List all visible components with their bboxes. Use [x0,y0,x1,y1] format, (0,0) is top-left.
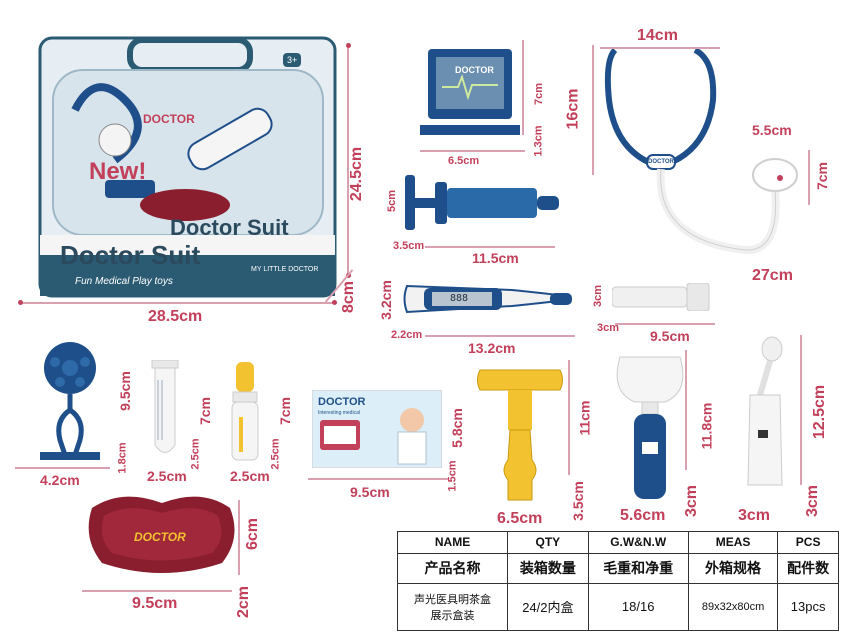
card-subtitle: Interesting medical [318,410,360,416]
syringe-toy [405,170,565,240]
dim-monitor-w: 6.5cm [448,155,480,167]
dim-bottle-h: 7cm [277,396,294,426]
kidney-tray-toy: DOCTOR [82,488,240,580]
medicine-bottle-toy [228,362,262,462]
spec-header-cn-name: 产品名称 [396,552,509,584]
dim-spoon-d: 3cm [804,484,822,518]
spec-value-name-line1: 声光医具明茶盒 [414,593,492,606]
dim-torch-w: 9.5cm [650,328,690,344]
dim-syringe-w: 11.5cm [472,250,519,266]
steth-label: DOCTOR [648,159,674,165]
dim-box-height: 24.5cm [348,146,366,202]
dim-thermo-d: 2.2cm [391,329,423,341]
spec-value-meas: 89x32x80cm [687,582,779,632]
dim-tray-w: 9.5cm [132,595,178,612]
dim-otoscope-d: 3cm [683,484,701,518]
box-label-small: MY LITTLE DOCTOR [247,264,323,275]
dim-tube-h: 7cm [197,396,214,426]
dim-tray-h: 6cm [244,517,262,551]
spec-value-name-line2: 展示盒装 [430,609,475,622]
dim-thermo-w: 13.2cm [468,340,516,356]
spec-header-cn-qty: 装箱数量 [507,552,589,584]
torch-toy [611,282,712,312]
dim-torch-h: 3cm [592,284,605,308]
thermo-display: 888 [450,293,469,304]
brand-small: DOCTOR [143,112,195,126]
dim-card-w: 9.5cm [350,484,390,500]
dim-steth-h: 16cm [564,88,582,130]
test-tube-toy [148,359,182,460]
spec-header-cn-weight: 毛重和净重 [587,552,689,584]
dim-mirror-h: 9.5cm [116,371,133,411]
dim-syringe-d: 3.5cm [393,240,425,252]
product-box-art [38,36,337,298]
dim-syringe-h: 5cm [386,189,399,213]
dim-spoon-h: 12.5cm [811,384,829,440]
dim-hammer-w: 6.5cm [497,510,543,527]
tray-label: DOCTOR [134,530,186,544]
head-mirror-toy [35,340,105,465]
dim-steth-head-w: 5.5cm [752,122,792,138]
spec-value-qty: 24/2内盒 [507,582,589,632]
reflex-hammer-toy [470,360,570,508]
box-tagline: Fun Medical Play toys [75,276,173,287]
box-title-upper: Doctor Suit [170,215,289,240]
dim-mirror-w: 4.2cm [40,472,80,488]
doctor-card-toy: DOCTOR Interesting medical [311,389,443,469]
spec-table: NAME QTY G.W&N.W MEAS PCS 产品名称 装箱数量 毛重和净… [396,531,839,632]
otoscope-toy [610,352,690,502]
dim-steth-w: 14cm [637,27,678,44]
dim-torch-d: 3cm [597,322,620,334]
spec-header-row: NAME QTY G.W&N.W MEAS PCS [396,531,839,554]
dim-monitor-d: 1.3cm [532,125,545,157]
monitor-label: DOCTOR [455,65,494,75]
age-badge: 3+ [283,53,302,67]
dim-hammer-h: 11cm [576,400,593,436]
dim-bottle-d: 2.5cm [269,438,282,470]
spec-header-qty: QTY [507,531,589,554]
spec-header-cn-pcs: 配件数 [777,552,839,584]
dim-card-d: 1.5cm [446,460,459,492]
dim-monitor-h: 7cm [533,82,546,106]
dim-mirror-d: 1.8cm [116,442,129,474]
spec-value-pcs: 13pcs [777,582,839,632]
dim-tube-w: 2.5cm [147,468,187,484]
dim-spoon-w: 3cm [738,507,771,524]
dim-box-depth: 8cm [340,280,358,314]
dim-otoscope-h: 11.8cm [698,402,715,450]
spec-header-meas: MEAS [687,531,779,554]
spec-header-name: NAME [396,531,509,554]
dim-thermo-h: 3.2cm [377,280,394,320]
dim-box-width: 28.5cm [148,308,203,325]
spec-header-cn-meas: 外箱规格 [687,552,779,584]
spec-value-name: 声光医具明茶盒 展示盒装 [396,582,509,632]
card-title: DOCTOR [318,396,366,408]
dim-tube-d: 2.5cm [189,438,202,470]
dim-bottle-w: 2.5cm [230,468,270,484]
spec-header-weight: G.W&N.W [587,531,689,554]
spoon-toy [740,335,790,490]
spec-value-weight: 18/16 [587,582,689,632]
spec-header-pcs: PCS [777,531,839,554]
thermometer-toy: 888 [402,278,574,320]
dim-tray-d: 2cm [235,585,253,619]
dim-steth-head-h: 7cm [814,161,831,191]
dim-otoscope-w: 5.6cm [620,507,666,524]
spec-value-row: 声光医具明茶盒 展示盒装 24/2内盒 18/16 89x32x80cm 13p… [396,582,839,632]
dim-card-h: 5.8cm [448,408,465,448]
product-box: New! DOCTOR Doctor Suit Doctor Suit Fun … [35,30,340,300]
dim-hammer-d: 3.5cm [569,481,586,521]
monitor-toy: DOCTOR [420,45,520,140]
spec-header-cn-row: 产品名称 装箱数量 毛重和净重 外箱规格 配件数 [396,552,839,584]
stethoscope-toy: DOCTOR [595,40,810,265]
dim-steth-len: 27cm [752,267,793,284]
new-badge: New! [89,158,147,185]
box-title-lower: Doctor Suit [60,240,201,270]
